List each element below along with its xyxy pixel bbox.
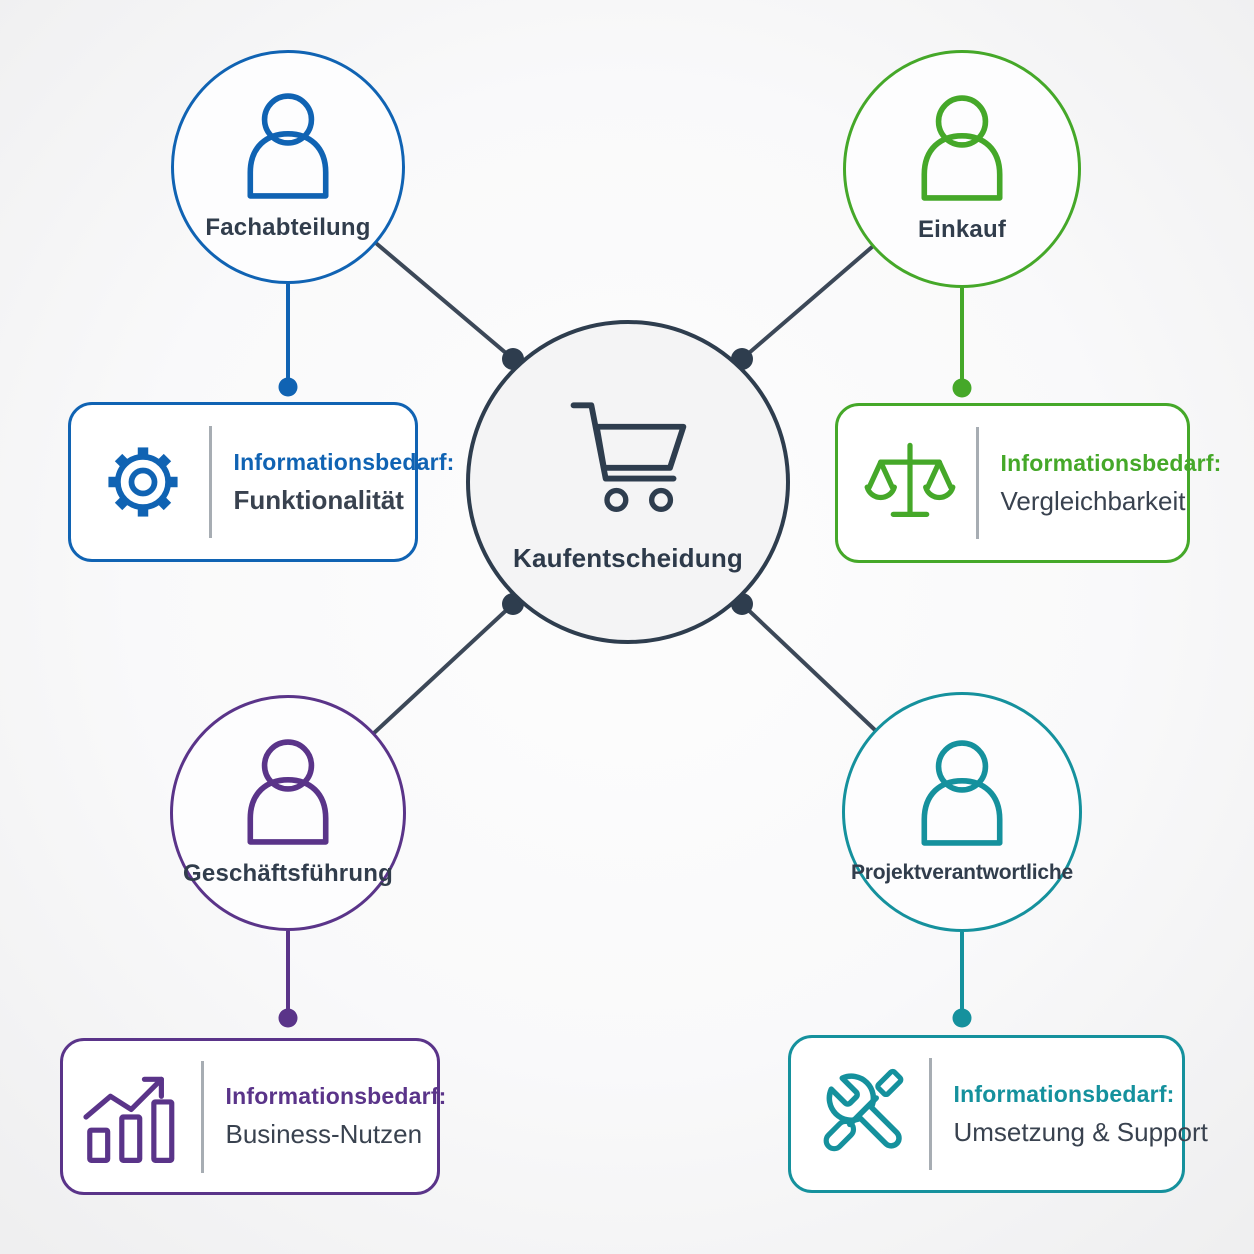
box-divider [976,427,979,539]
center-node-label: Kaufentscheidung [513,542,743,573]
connector-line-fachabteilung-center [375,242,515,361]
info-label: Informationsbedarf: [1000,449,1222,476]
box-divider [209,426,212,538]
info-value: Funktionalität [233,484,404,515]
box-divider [201,1060,204,1173]
info-box-projektverantwortliche: Informationsbedarf: Umsetzung & Support [788,1035,1208,1193]
node-label: Einkauf [917,215,1007,243]
connector-dot-fachabteilung-box [278,377,298,397]
node-geschaeftsfuehrung: Geschäftsführung [170,695,406,931]
person-icon [921,739,1003,846]
scales-icon [854,439,966,527]
node-label: Fachabteilung [205,213,371,241]
tools-icon [807,1067,919,1161]
node-label: Projektverantwortliche [850,860,1073,884]
info-value: Umsetzung & Support [953,1116,1208,1147]
node-label: Geschäftsführung [183,859,393,887]
gear-icon [87,438,199,526]
connector-line-projektverantwortliche-center [740,602,877,732]
info-box-fachabteilung: Informationsbedarf: Funktionalität [68,402,455,562]
shopping-cart-icon [570,401,687,512]
info-label: Informationsbedarf: [233,448,455,475]
info-box-einkauf: Informationsbedarf: Vergleichbarkeit [835,403,1222,563]
info-value: Business-Nutzen [225,1119,423,1149]
connector-dot-einkauf-box [952,378,972,398]
node-projektverantwortliche: Projektverantwortliche [842,692,1082,932]
info-label: Informationsbedarf: [225,1083,447,1109]
connector-line-einkauf-center [740,245,874,361]
box-divider [929,1058,932,1170]
person-icon [921,94,1003,201]
info-value: Vergleichbarkeit [1000,485,1186,516]
connector-dot-projektverantwortliche-box [952,1008,972,1028]
person-icon [247,92,329,199]
bar-chart-icon [79,1068,191,1166]
node-kaufentscheidung: Kaufentscheidung [466,320,790,644]
info-box-geschaeftsfuehrung: Informationsbedarf: Business-Nutzen [60,1038,447,1195]
info-label: Informationsbedarf: [953,1080,1175,1107]
person-icon [247,738,329,845]
connector-dot-geschaeftsfuehrung-box [278,1008,298,1028]
connector-line-geschaeftsfuehrung-center [372,602,515,735]
node-fachabteilung: Fachabteilung [171,50,405,284]
node-einkauf: Einkauf [843,50,1081,288]
